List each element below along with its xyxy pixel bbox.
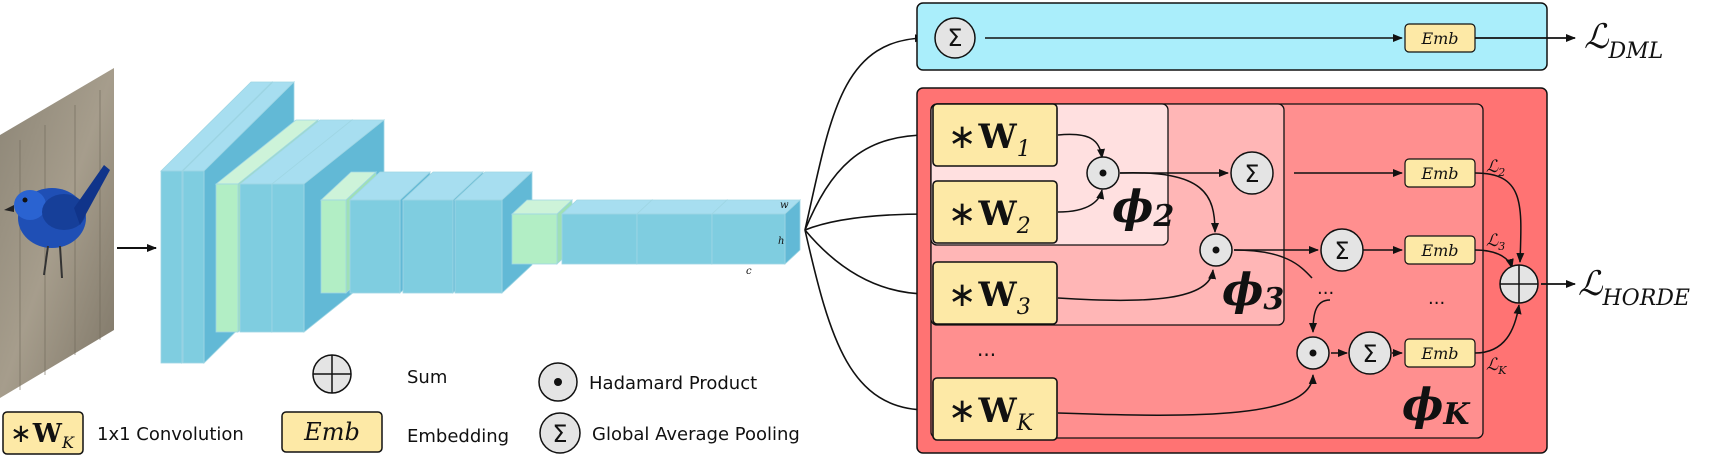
weight-box-wk: ∗WK <box>932 377 1058 441</box>
dot-icon <box>554 378 562 386</box>
horde-loss: ℒHORDE <box>1578 264 1690 311</box>
branch-loss-3: ℒ3 <box>1486 231 1505 253</box>
svg-text:Emb: Emb <box>1420 164 1458 183</box>
dml-emb-label: Emb <box>1420 29 1458 48</box>
svg-text:Sum: Sum <box>407 367 447 388</box>
dml-branch: Σ Emb ℒDML <box>916 2 1663 71</box>
sum-icon: Σ <box>552 420 567 448</box>
gap-node-3: Σ <box>1320 228 1364 272</box>
dml-gap-circle <box>934 17 976 59</box>
weights-ellipsis: ... <box>977 337 996 361</box>
dot-icon <box>1309 349 1317 357</box>
legend-gap: Σ Global Average Pooling <box>539 412 800 454</box>
svg-text:∗WK: ∗WK <box>10 419 75 452</box>
svg-text:∗W2: ∗W2 <box>948 194 1031 239</box>
hadamard-node-phi3 <box>1199 233 1233 267</box>
arrow-to-w2 <box>804 210 929 231</box>
svg-text:∗W1: ∗W1 <box>948 117 1031 162</box>
feature-c-label: c <box>746 266 752 277</box>
svg-text:1x1 Convolution: 1x1 Convolution <box>97 424 244 445</box>
legend-emb: Emb Embedding <box>281 411 509 453</box>
arrow-to-dml <box>804 34 925 231</box>
weight-box-w1: ∗W1 <box>932 103 1058 167</box>
emb-ellipsis: ... <box>1428 288 1445 309</box>
arrow-to-wk <box>804 229 929 414</box>
hadamard-ellipsis: ... <box>1317 278 1334 299</box>
cnn-backbone <box>160 81 802 364</box>
hadamard-node-phik <box>1296 336 1330 370</box>
sum-icon: Σ <box>1362 340 1377 368</box>
phi-k-label: ϕK <box>1402 380 1471 432</box>
weight-box-w3: ∗W3 <box>932 261 1058 325</box>
svg-text:Embedding: Embedding <box>407 426 509 447</box>
gap-node-k: Σ <box>1348 331 1392 375</box>
gap-node-2: Σ <box>1230 151 1274 195</box>
phi-2-label: ϕ2 <box>1112 182 1174 234</box>
sum-icon: Σ <box>947 24 962 52</box>
horde-connections <box>1057 133 1525 416</box>
svg-text:Emb: Emb <box>1420 344 1458 363</box>
svg-text:Hadamard Product: Hadamard Product <box>589 373 757 394</box>
svg-text:Emb: Emb <box>303 418 360 446</box>
branch-loss-k: ℒK <box>1486 355 1507 377</box>
legend-conv: ∗WK 1x1 Convolution <box>2 411 244 455</box>
dot-icon <box>1212 246 1220 254</box>
emb-box-3: Emb <box>1404 235 1476 265</box>
fanout-arrows <box>804 34 929 414</box>
final-sum-node <box>1499 264 1539 304</box>
hadamard-node-phi2 <box>1086 156 1120 190</box>
dot-icon <box>1099 169 1107 177</box>
svg-text:∗W3: ∗W3 <box>948 275 1031 320</box>
feature-h-label: h <box>778 236 784 247</box>
dml-branch-box <box>916 2 1548 71</box>
sum-icon: Σ <box>1334 237 1349 265</box>
arrow-to-w3 <box>804 229 929 298</box>
emb-box-2: Emb <box>1404 158 1476 188</box>
feature-w-label: w <box>780 200 789 211</box>
branch-loss-2: ℒ2 <box>1486 157 1505 179</box>
input-bird-image <box>0 68 114 398</box>
emb-box-k: Emb <box>1404 338 1476 368</box>
arrow-to-w1 <box>804 131 929 231</box>
cnn-final-layer <box>710 199 802 265</box>
sum-icon: Σ <box>1244 160 1259 188</box>
legend-sum: Sum <box>312 354 447 394</box>
legend-hadamard: Hadamard Product <box>538 362 757 402</box>
svg-text:Emb: Emb <box>1420 241 1458 260</box>
horde-branch: ∗W1 ∗W2 ∗W3 ∗WK ... ϕ2 ϕ3 ϕK <box>916 87 1690 454</box>
svg-text:Global Average Pooling: Global Average Pooling <box>592 424 800 445</box>
cnn-layer <box>453 171 534 294</box>
dml-loss: ℒDML <box>1584 17 1663 64</box>
phi-3-label: ϕ3 <box>1222 265 1284 317</box>
legend: Sum Hadamard Product ∗WK 1x1 Convolution… <box>2 354 800 455</box>
weight-box-w2: ∗W2 <box>932 180 1058 244</box>
svg-text:∗WK: ∗WK <box>948 391 1035 436</box>
